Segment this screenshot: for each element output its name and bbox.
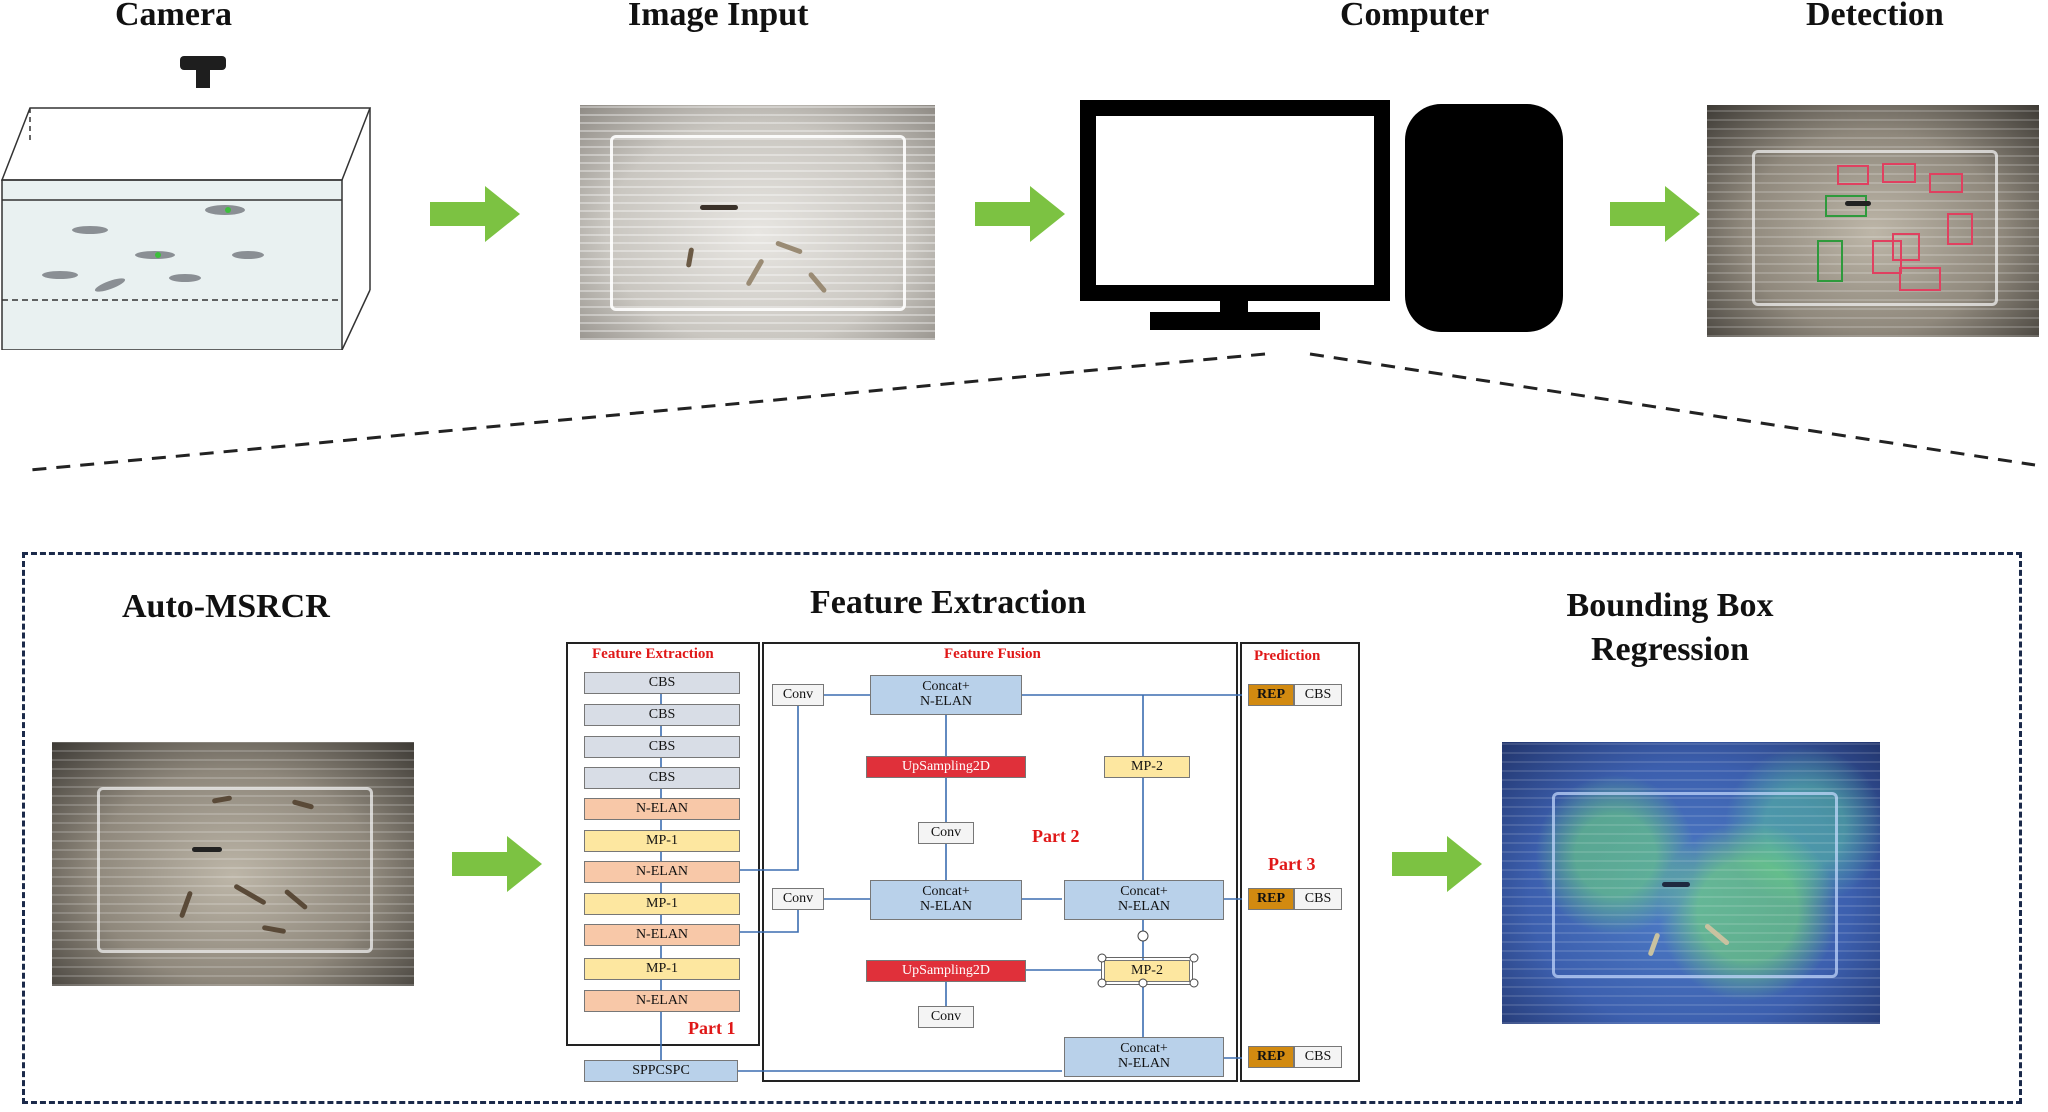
concat-line1: Concat+: [1120, 884, 1168, 900]
concat-line1: Concat+: [922, 679, 970, 695]
arrow-icon-4: [452, 836, 542, 892]
fish-group: [42, 205, 264, 292]
backbone-block: N-ELAN: [584, 924, 740, 946]
computer-label: Computer: [1340, 0, 1490, 33]
rep-block: REP: [1248, 1046, 1294, 1068]
concat-line1: Concat+: [922, 884, 970, 900]
backbone-title: Feature Extraction: [592, 646, 714, 662]
auto-msrcr-label: Auto-MSRCR: [122, 588, 330, 625]
monitor-icon: [1080, 100, 1390, 301]
image-input-label: Image Input: [628, 0, 809, 33]
zoom-projection-lines: [29, 352, 2036, 472]
upsampling-block: UpSampling2D: [866, 960, 1026, 982]
backbone-block: N-ELAN: [584, 798, 740, 820]
detail-frame: [22, 552, 2022, 1104]
part3-label: Part 3: [1268, 854, 1316, 874]
arrow-icon-3: [1610, 186, 1700, 242]
sppcspc-block: SPPCSPC: [584, 1060, 738, 1082]
camera-label: Camera: [115, 0, 233, 33]
selection-handles: [1097, 930, 1199, 988]
arrow-icon-2: [975, 186, 1065, 242]
concat-elan-block: Concat+ N-ELAN: [870, 675, 1022, 715]
conv-block: Conv: [772, 684, 824, 706]
feature-extraction-label: Feature Extraction: [810, 584, 1087, 621]
image-input-photo: [580, 105, 935, 340]
mp2-block-selected: MP-2: [1101, 957, 1193, 985]
concat-line1: Concat+: [1120, 1041, 1168, 1057]
backbone-block: MP-1: [584, 893, 740, 915]
concat-elan-block: Concat+ N-ELAN: [870, 880, 1022, 920]
backbone-block: CBS: [584, 736, 740, 758]
detection-photo: [1707, 105, 2039, 337]
computer-icon: [1080, 100, 1563, 332]
cbs-block: CBS: [1294, 684, 1342, 706]
arrow-icon-1: [430, 186, 520, 242]
conv-block: Conv: [918, 1006, 974, 1028]
bbox-heatmap-photo: [1502, 742, 1880, 1024]
conv-block: Conv: [918, 822, 974, 844]
arrow-icon-5: [1392, 836, 1482, 892]
backbone-block: N-ELAN: [584, 990, 740, 1012]
backbone-block: CBS: [584, 704, 740, 726]
concat-line2: N-ELAN: [1117, 899, 1171, 914]
conv-block: Conv: [772, 888, 824, 910]
detection-label: Detection: [1806, 0, 1944, 33]
camera-icon: [180, 56, 226, 88]
rep-block: REP: [1248, 888, 1294, 910]
bbox-label-line1: Bounding Box: [1566, 587, 1774, 624]
network-diagram: Feature Extraction Feature Fusion Predic…: [566, 640, 1360, 1085]
concat-line2: N-ELAN: [1117, 1056, 1171, 1071]
concat-elan-block: Concat+ N-ELAN: [1064, 1037, 1224, 1077]
part2-label: Part 2: [1032, 826, 1080, 846]
backbone-block: CBS: [584, 672, 740, 694]
cbs-block: CBS: [1294, 1046, 1342, 1068]
prediction-title: Prediction: [1254, 648, 1321, 664]
backbone-block: MP-1: [584, 958, 740, 980]
fusion-panel: [762, 642, 1238, 1082]
tower-icon: [1405, 104, 1563, 332]
concat-elan-block: Concat+ N-ELAN: [1064, 880, 1224, 920]
fish-tank: [0, 107, 372, 350]
auto-msrcr-photo: [52, 742, 414, 986]
rep-block: REP: [1248, 684, 1294, 706]
camera-tank-illustration: [0, 56, 372, 350]
concat-line2: N-ELAN: [919, 694, 973, 709]
backbone-block: N-ELAN: [584, 861, 740, 883]
cbs-block: CBS: [1294, 888, 1342, 910]
backbone-block: CBS: [584, 767, 740, 789]
bbox-label-line2: Regression: [1590, 631, 1750, 668]
backbone-block: MP-1: [584, 830, 740, 852]
prediction-panel: [1240, 642, 1360, 1082]
bbox-regression-label: Bounding Box Regression: [1500, 584, 1840, 672]
upsampling-block: UpSampling2D: [866, 756, 1026, 778]
mp2-block: MP-2: [1104, 756, 1190, 778]
part1-label: Part 1: [688, 1018, 736, 1038]
fusion-title: Feature Fusion: [944, 646, 1041, 662]
concat-line2: N-ELAN: [919, 899, 973, 914]
